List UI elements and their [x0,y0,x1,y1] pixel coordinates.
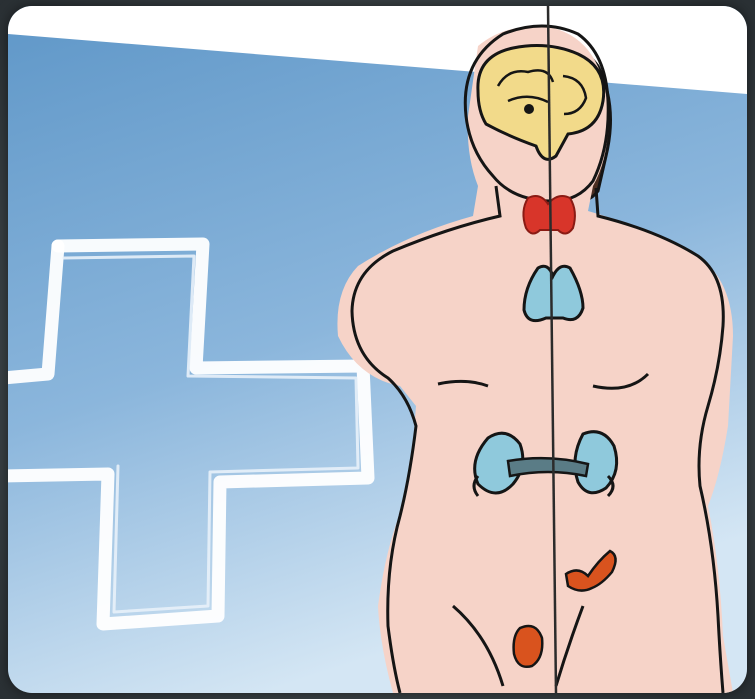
thymus-icon [524,266,583,320]
endocrine-illustration [8,6,747,693]
illustration-card [8,6,747,693]
testis-icon [514,626,543,667]
